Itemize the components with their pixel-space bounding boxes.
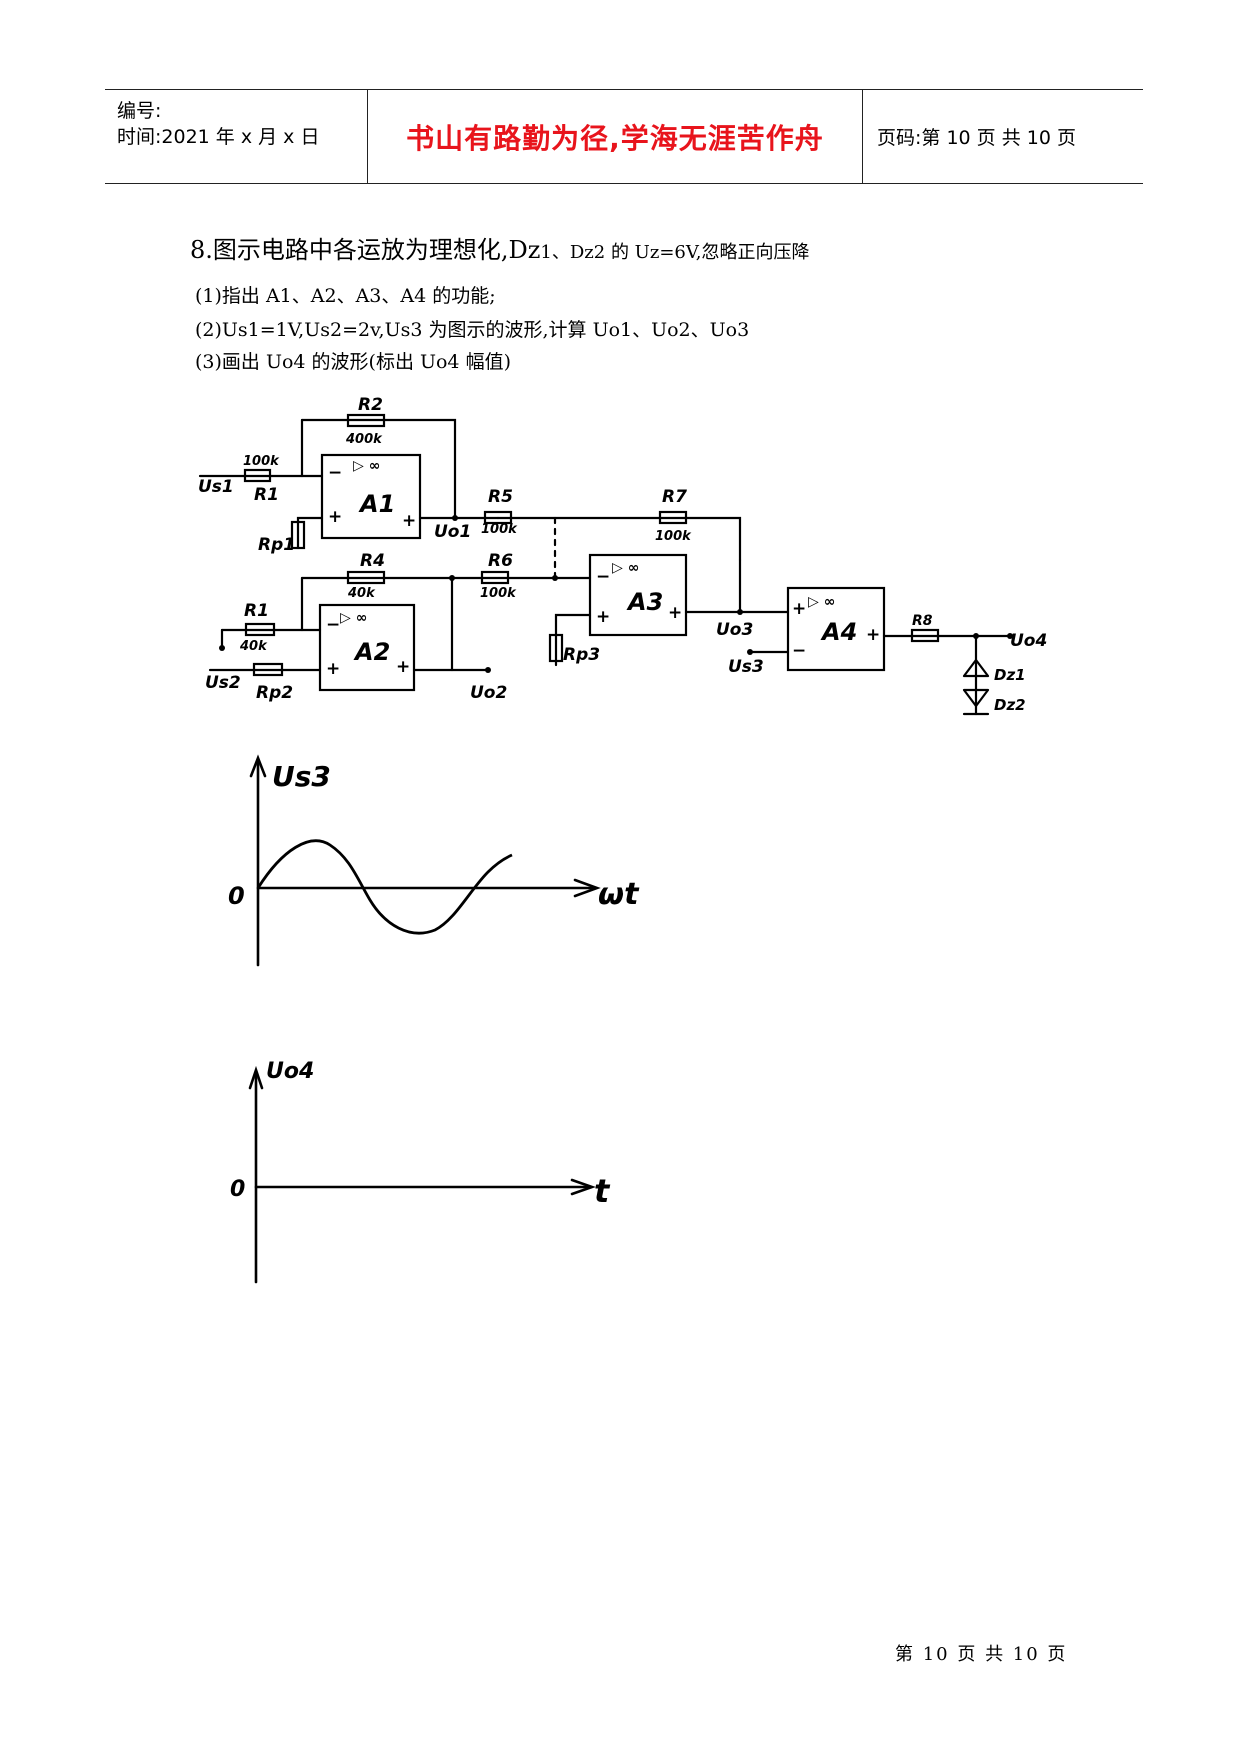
svg-text:+: + [792, 599, 806, 619]
label-rp3: Rp3 [563, 645, 600, 665]
header-motto-cell: 书山有路勤为径,学海无涯苦作舟 [368, 90, 863, 183]
svg-text:+: + [596, 607, 610, 627]
time-label: 时间:2021 年 x 月 x 日 [117, 126, 320, 148]
question-part-1: (1)指出 A1、A2、A3、A4 的功能; [195, 285, 496, 307]
label-r2: R2 [358, 395, 383, 415]
question-title-main: 8.图示电路中各运放为理想化,Dz [190, 236, 541, 264]
page-label: 页码:第 10 页 共 10 页 [877, 127, 1076, 149]
header-page-cell: 页码:第 10 页 共 10 页 [863, 90, 1143, 183]
label-r7: R7 [662, 487, 687, 507]
label-r7-value: 100k [655, 529, 692, 544]
svg-text:+: + [396, 657, 410, 677]
graph2-origin: 0 [230, 1177, 245, 1202]
label-uo2: Uo2 [470, 683, 507, 703]
question-part-3: (3)画出 Uo4 的波形(标出 Uo4 幅值) [195, 351, 511, 373]
label-uo4: Uo4 [1010, 631, 1047, 651]
svg-text:−: − [596, 567, 610, 587]
circuit-labels: R2 400k 100k R1 Us1 ▷ ∞ A1 Rp1 Uo1 R5 10… [198, 395, 1047, 714]
graph2-labels: Uo4 0 t [230, 1059, 611, 1210]
question-title: 8.图示电路中各运放为理想化,Dz1、Dz2 的 Uz=6V,忽略正向压降 [190, 230, 809, 265]
label-a4: A4 [820, 618, 857, 646]
svg-text:+: + [866, 625, 880, 645]
page-footer: 第 10 页 共 10 页 [895, 1644, 1068, 1665]
graph2-xlabel: t [594, 1172, 611, 1210]
graph1-axes [249, 754, 601, 967]
label-r1-value: 100k [243, 454, 280, 469]
svg-text:−: − [326, 615, 340, 635]
svg-text:−: − [792, 641, 806, 661]
label-r5-value: 100k [481, 522, 518, 537]
label-rp1: Rp1 [258, 535, 295, 555]
svg-text:+: + [326, 659, 340, 679]
label-a3: A3 [626, 588, 663, 616]
label-uo1: Uo1 [434, 522, 471, 542]
label-rp2: Rp2 [256, 683, 293, 703]
svg-text:−: − [328, 463, 342, 483]
header-meta: 编号: 时间:2021 年 x 月 x 日 [105, 90, 368, 183]
graph2-ylabel: Uo4 [266, 1059, 314, 1084]
junction-dots [219, 515, 1013, 673]
label-a1: A1 [358, 490, 395, 518]
graph1-origin: 0 [228, 882, 245, 910]
label-r4: R4 [360, 551, 385, 571]
page-header: 编号: 时间:2021 年 x 月 x 日 书山有路勤为径,学海无涯苦作舟 页码… [105, 89, 1143, 184]
svg-text:+: + [668, 603, 682, 623]
svg-text:+: + [328, 507, 342, 527]
question-part-2: (2)Us1=1V,Us2=2v,Us3 为图示的波形,计算 Uo1、Uo2、U… [195, 319, 750, 341]
label-r6: R6 [488, 551, 513, 571]
label-r5: R5 [488, 487, 513, 507]
graph2-axes [248, 1065, 596, 1284]
motto: 书山有路勤为径,学海无涯苦作舟 [406, 121, 824, 155]
label-r1b: R1 [244, 601, 269, 621]
label-dz1: Dz1 [994, 666, 1026, 684]
label-r1: R1 [254, 485, 279, 505]
graph1-labels: Us3 0 ωt [228, 760, 640, 912]
svg-text:+: + [402, 511, 416, 531]
a3-symbol: ▷ ∞ [612, 560, 639, 576]
label-r2-value: 400k [345, 432, 383, 447]
label-r6-value: 100k [480, 586, 517, 601]
graph1-waveform [256, 839, 513, 935]
a1-symbol: ▷ ∞ [353, 458, 380, 474]
label-us1: Us1 [198, 477, 234, 497]
label-a2: A2 [353, 638, 390, 666]
a2-symbol: ▷ ∞ [340, 610, 367, 626]
circuit-wires [198, 413, 1012, 716]
label-uo3: Uo3 [716, 620, 753, 640]
label-r8: R8 [912, 613, 933, 629]
label-dz2: Dz2 [994, 696, 1026, 714]
a4-symbol: ▷ ∞ [808, 594, 835, 610]
graph1-ylabel: Us3 [272, 760, 331, 793]
opamp-signs: − + + − + + − + + + − + [326, 463, 880, 679]
number-label: 编号: [117, 100, 162, 122]
label-r1b-value: 40k [239, 639, 268, 654]
graph1-xlabel: ωt [598, 877, 640, 912]
question-title-rest: 1、Dz2 的 Uz=6V,忽略正向压降 [540, 242, 810, 263]
label-us2: Us2 [205, 673, 241, 693]
label-r4-value: 40k [347, 586, 376, 601]
label-us3: Us3 [728, 657, 764, 677]
